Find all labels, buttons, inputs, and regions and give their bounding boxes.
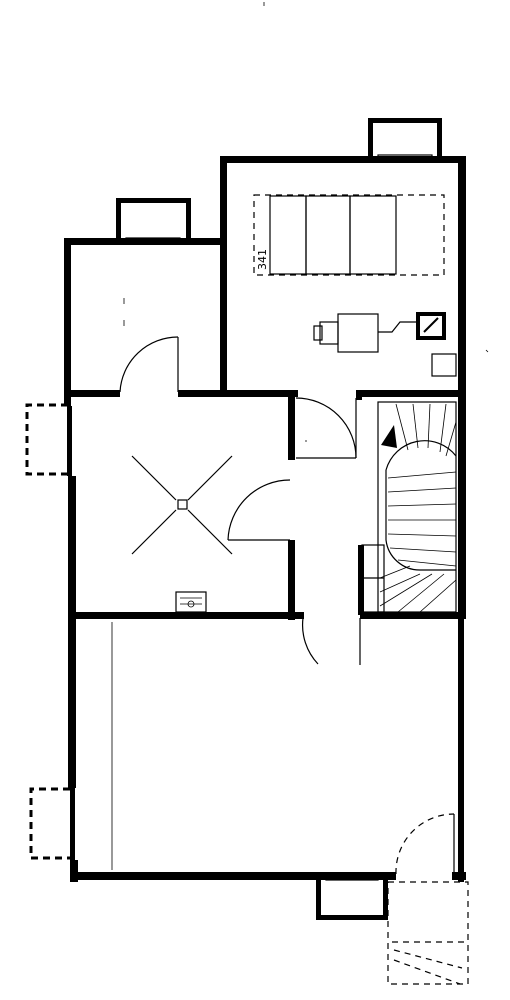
ceiling-light xyxy=(131,455,233,555)
doors xyxy=(111,336,455,875)
equipment-label: 341 xyxy=(256,249,269,270)
faint-marks xyxy=(117,2,489,616)
radiator xyxy=(175,591,207,613)
entrance-steps xyxy=(387,881,469,985)
window-bays xyxy=(25,118,442,920)
staircase xyxy=(360,401,457,613)
equipment: 341 xyxy=(253,194,457,377)
stair-arrow-icon xyxy=(381,425,397,448)
exterior-walls xyxy=(64,156,466,882)
interior-walls xyxy=(64,390,466,620)
